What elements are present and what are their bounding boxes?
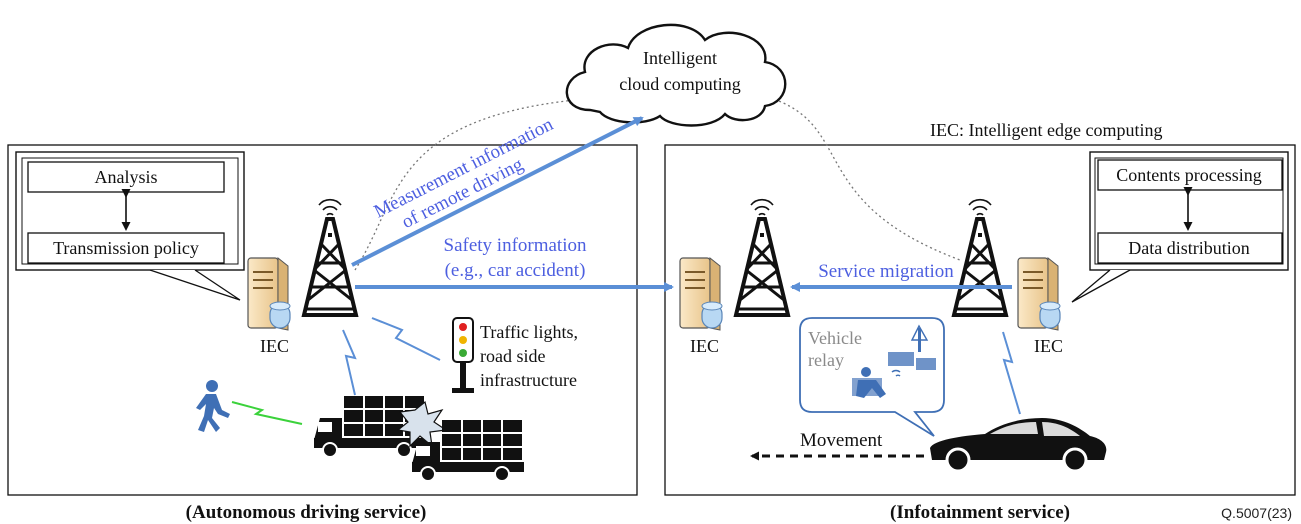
- right-right-cell-tower-icon: [952, 197, 1008, 317]
- analysis-label: Analysis: [95, 167, 158, 187]
- right-left-cell-tower-icon: [734, 197, 790, 317]
- safety-label-line2: (e.g., car accident): [445, 260, 586, 281]
- right-callout-tail: [1071, 269, 1131, 303]
- movement-label: Movement: [800, 430, 883, 451]
- measurement-label: Measurement information of remote drivin…: [371, 114, 557, 233]
- car-icon: [930, 418, 1107, 473]
- left-cell-tower-icon: [302, 197, 358, 317]
- left-panel-frame: [7, 144, 638, 496]
- vehicle-relay-bubble: [799, 317, 945, 437]
- right-panel-caption: (Infotainment service): [890, 502, 1070, 523]
- left-process-box: [15, 151, 245, 271]
- pedestrian-wireless: [231, 401, 303, 425]
- left-cloud-link: [354, 99, 576, 271]
- left-callout-tail: [149, 269, 241, 301]
- safety-label-line1: Safety information: [444, 235, 587, 256]
- left-iec-label: IEC: [260, 336, 289, 356]
- left-iec-server-icon: [247, 257, 291, 331]
- vehicle-relay-line1: Vehicle: [808, 328, 862, 348]
- left-tower-truck-wireless: [342, 329, 357, 396]
- traffic-line2: road side: [480, 346, 545, 366]
- measurement-arrow: [351, 116, 644, 267]
- cloud-title-line2: cloud computing: [619, 74, 740, 94]
- right-iec-right-label: IEC: [1034, 336, 1063, 356]
- traffic-line3: infrastructure: [480, 370, 577, 390]
- iec-legend-note: IEC: Intelligent edge computing: [930, 120, 1162, 140]
- right-iec-right-server-icon: [1017, 257, 1061, 331]
- contents-processing-label: Contents processing: [1116, 165, 1262, 185]
- cloud-icon: [565, 23, 787, 127]
- pedestrian-icon: [196, 380, 230, 432]
- cloud-title-line1: Intelligent: [643, 48, 717, 68]
- figure-code: Q.5007(23): [1221, 505, 1292, 521]
- right-panel-frame: [664, 144, 1296, 496]
- right-tower-car-wireless: [1002, 331, 1021, 415]
- traffic-light-icon: [452, 317, 474, 393]
- vehicle-relay-line2: relay: [808, 350, 844, 370]
- left-tower-traffic-wireless: [371, 317, 441, 361]
- right-iec-left-server-icon: [679, 257, 723, 331]
- traffic-line1: Traffic lights,: [480, 322, 578, 342]
- driver-console-icon: [852, 324, 936, 398]
- left-panel-caption: (Autonomous driving service): [186, 502, 427, 523]
- data-distribution-label: Data distribution: [1128, 238, 1249, 258]
- transmission-policy-label: Transmission policy: [53, 238, 199, 258]
- service-migration-label: Service migration: [818, 261, 954, 282]
- right-process-box: [1089, 151, 1289, 271]
- right-iec-left-label: IEC: [690, 336, 719, 356]
